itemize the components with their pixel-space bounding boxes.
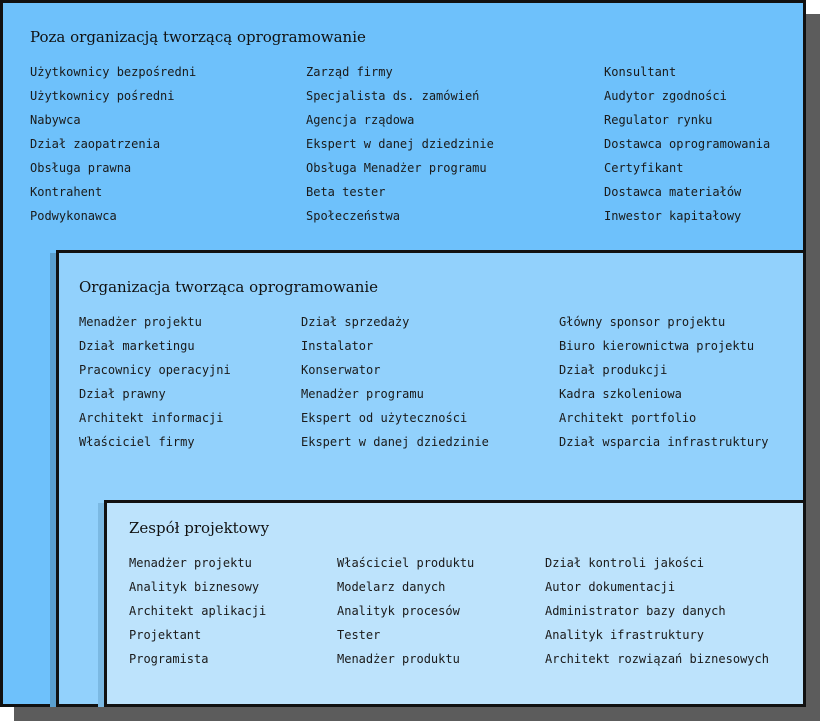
stakeholder-item: Ekspert w danej dziedzinie bbox=[306, 137, 494, 151]
stakeholder-item: Architekt rozwiązań biznesowych bbox=[545, 652, 769, 666]
stakeholder-item: Dział sprzedaży bbox=[301, 315, 410, 329]
stakeholder-item: Ekspert od użyteczności bbox=[301, 411, 468, 425]
stakeholder-item: Zarząd firmy bbox=[306, 65, 393, 79]
stakeholder-item: Pracownicy operacyjni bbox=[79, 363, 231, 377]
stakeholder-item: Architekt aplikacji bbox=[129, 604, 267, 618]
stakeholder-item: Menadżer produktu bbox=[337, 652, 460, 666]
stakeholder-item: Dostawca materiałów bbox=[604, 185, 742, 199]
stakeholder-item: Certyfikant bbox=[604, 161, 684, 175]
stakeholder-item: Menadżer programu bbox=[301, 387, 424, 401]
stakeholder-item: Menadżer projektu bbox=[129, 556, 252, 570]
stakeholder-item: Użytkownicy pośredni bbox=[30, 89, 175, 103]
stakeholder-item: Społeczeństwa bbox=[306, 209, 400, 223]
inner-group-shadow bbox=[98, 503, 104, 707]
stakeholder-item: Konserwator bbox=[301, 363, 381, 377]
stakeholder-item: Beta tester bbox=[306, 185, 386, 199]
stakeholder-item: Menadżer projektu bbox=[79, 315, 202, 329]
stakeholder-item: Projektant bbox=[129, 628, 202, 642]
stakeholder-item: Instalator bbox=[301, 339, 374, 353]
stakeholder-item: Tester bbox=[337, 628, 381, 642]
stakeholder-item: Konsultant bbox=[604, 65, 677, 79]
stakeholder-item: Dział marketingu bbox=[79, 339, 195, 353]
stakeholder-item: Dział kontroli jakości bbox=[545, 556, 704, 570]
stakeholder-item: Analityk procesów bbox=[337, 604, 460, 618]
stakeholder-item: Kontrahent bbox=[30, 185, 103, 199]
stakeholder-item: Obsługa prawna bbox=[30, 161, 132, 175]
stakeholder-item: Nabywca bbox=[30, 113, 81, 127]
stakeholder-item: Inwestor kapitałowy bbox=[604, 209, 742, 223]
stakeholder-item: Właściciel produktu bbox=[337, 556, 475, 570]
stakeholder-item: Właściciel firmy bbox=[79, 435, 195, 449]
stakeholder-item: Audytor zgodności bbox=[604, 89, 727, 103]
middle-group-shadow bbox=[50, 253, 56, 707]
stakeholder-item: Dział produkcji bbox=[559, 363, 668, 377]
stakeholder-item: Główny sponsor projektu bbox=[559, 315, 726, 329]
stakeholder-item: Administrator bazy danych bbox=[545, 604, 726, 618]
stakeholder-item: Analityk ifrastruktury bbox=[545, 628, 704, 642]
stakeholder-item: Analityk biznesowy bbox=[129, 580, 260, 594]
group-title-outside-organization: Poza organizacją tworzącą oprogramowanie bbox=[30, 28, 366, 46]
stakeholder-item: Architekt portfolio bbox=[559, 411, 697, 425]
stakeholder-item: Specjalista ds. zamówień bbox=[306, 89, 480, 103]
stakeholder-item: Dział prawny bbox=[79, 387, 166, 401]
stakeholder-item: Kadra szkoleniowa bbox=[559, 387, 682, 401]
stakeholder-item: Dział zaopatrzenia bbox=[30, 137, 161, 151]
stakeholder-item: Modelarz danych bbox=[337, 580, 446, 594]
stakeholder-item: Podwykonawca bbox=[30, 209, 117, 223]
stakeholder-item: Dział wsparcia infrastruktury bbox=[559, 435, 769, 449]
stakeholder-item: Architekt informacji bbox=[79, 411, 224, 425]
stakeholder-item: Ekspert w danej dziedzinie bbox=[301, 435, 489, 449]
group-title-project-team: Zespół projektowy bbox=[129, 519, 270, 537]
stakeholder-item: Użytkownicy bezpośredni bbox=[30, 65, 197, 79]
group-title-software-organization: Organizacja tworząca oprogramowanie bbox=[79, 278, 379, 296]
stakeholder-item: Dostawca oprogramowania bbox=[604, 137, 771, 151]
stakeholder-item: Biuro kierownictwa projektu bbox=[559, 339, 755, 353]
stakeholder-item: Regulator rynku bbox=[604, 113, 713, 127]
stakeholder-item: Programista bbox=[129, 652, 209, 666]
stakeholder-item: Obsługa Menadżer programu bbox=[306, 161, 487, 175]
stakeholder-item: Autor dokumentacji bbox=[545, 580, 676, 594]
stakeholder-item: Agencja rządowa bbox=[306, 113, 415, 127]
